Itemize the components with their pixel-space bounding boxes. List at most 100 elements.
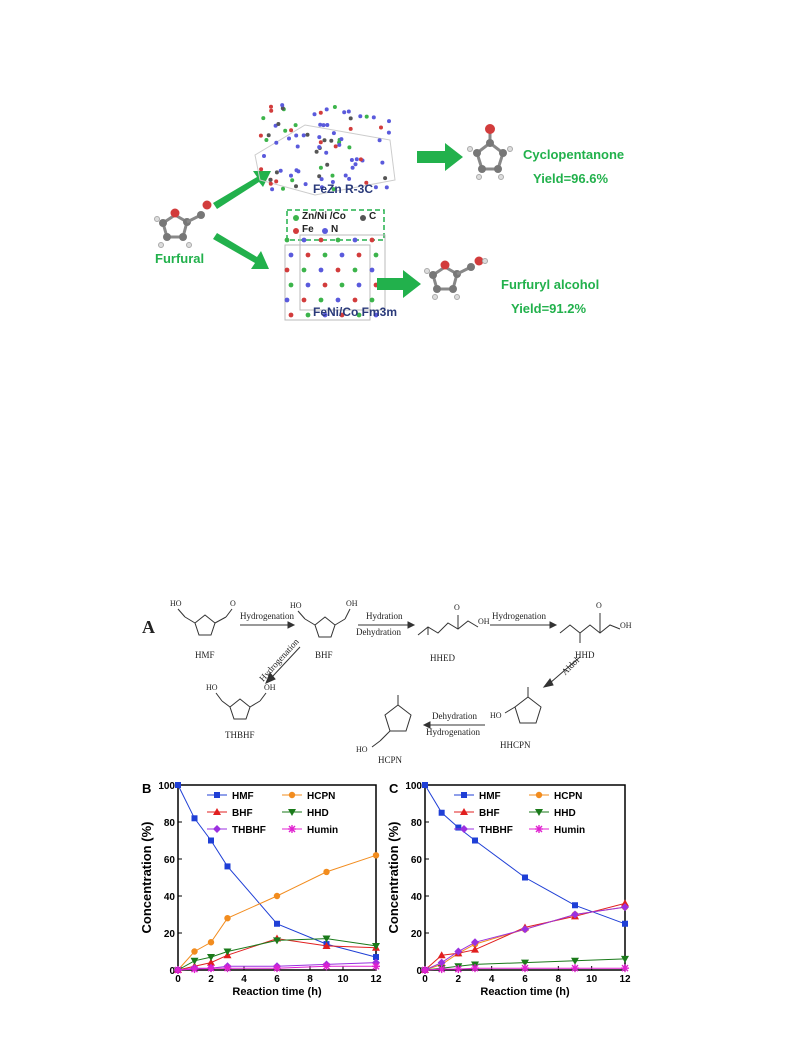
thbhf-label: THBHF bbox=[225, 730, 255, 740]
bhf-label: BHF bbox=[315, 650, 333, 660]
crystal-atom bbox=[373, 312, 379, 318]
atom-legend-box bbox=[286, 209, 385, 241]
x-tick-label: 6 bbox=[522, 974, 528, 985]
hmf-ho: HO bbox=[170, 599, 182, 608]
reaction-scheme: A HMF BHF HHED HHD HHCPN HCPN THBHF Hydr… bbox=[140, 595, 660, 775]
data-point bbox=[174, 966, 182, 974]
crystal-atom bbox=[318, 237, 324, 243]
x-tick-label: 4 bbox=[489, 974, 495, 985]
crystal-atom bbox=[319, 185, 324, 190]
thbhf-ho: HO bbox=[206, 683, 218, 692]
data-point bbox=[372, 942, 380, 950]
crystal-atom bbox=[335, 297, 341, 303]
data-point bbox=[175, 782, 181, 788]
crystal-atom bbox=[269, 108, 274, 113]
data-point bbox=[224, 863, 231, 870]
crystal-atom bbox=[358, 157, 363, 162]
x-tick-label: 0 bbox=[422, 974, 428, 985]
x-tick-label: 8 bbox=[556, 974, 562, 985]
arrow-to-feZn bbox=[213, 171, 271, 209]
data-point bbox=[274, 920, 280, 927]
x-tick-label: 2 bbox=[208, 974, 214, 985]
crystal-atom bbox=[369, 237, 375, 243]
data-point bbox=[437, 965, 446, 974]
crystal-atom bbox=[339, 312, 345, 318]
series-humin bbox=[421, 964, 629, 974]
crystal-atom bbox=[259, 167, 264, 172]
y-tick-label: 100 bbox=[158, 781, 175, 792]
data-point bbox=[323, 868, 330, 876]
data-point bbox=[471, 964, 479, 973]
data-point bbox=[190, 965, 199, 974]
data-point bbox=[288, 825, 296, 833]
data-point bbox=[454, 965, 463, 974]
series-humin bbox=[174, 962, 380, 974]
data-point bbox=[521, 959, 529, 967]
arrow-to-furfuryl-alcohol bbox=[377, 270, 421, 298]
crystal-atom bbox=[318, 122, 323, 127]
crystal-atom bbox=[331, 187, 336, 192]
data-point bbox=[224, 915, 231, 922]
data-point bbox=[213, 825, 221, 833]
hhed-o: O bbox=[454, 603, 460, 612]
crystal-atom bbox=[330, 180, 335, 184]
legend-fe: Fe bbox=[302, 224, 314, 235]
crystal-atom bbox=[329, 138, 334, 143]
crystal-atom bbox=[324, 150, 329, 155]
crystal-atom bbox=[348, 126, 353, 131]
crystal-atom bbox=[301, 297, 307, 303]
series-line bbox=[424, 784, 626, 925]
crystal-atom bbox=[294, 133, 299, 138]
feNi-crystal bbox=[284, 234, 386, 321]
step-dehydration-1: Dehydration bbox=[356, 627, 401, 637]
hhcpn-ho: HO bbox=[490, 711, 502, 720]
crystal-atom bbox=[289, 128, 294, 133]
legend-label: HHD bbox=[307, 808, 329, 819]
data-point bbox=[421, 966, 429, 974]
feNi-catalyst-label: FeNi/Co Fm3m bbox=[313, 305, 398, 319]
crystal-atom bbox=[331, 131, 336, 136]
legend-n: N bbox=[331, 224, 339, 235]
step-hydrogenation-1: Hydrogenation bbox=[240, 611, 294, 621]
crystal-atom bbox=[369, 297, 375, 303]
x-tick-label: 0 bbox=[175, 974, 181, 985]
crystal-atom bbox=[294, 168, 299, 173]
data-point bbox=[621, 964, 629, 973]
crystal-atom bbox=[305, 282, 311, 288]
data-point bbox=[372, 962, 380, 971]
cyclopentanone-molecule bbox=[467, 124, 513, 180]
crystal-atom bbox=[269, 104, 273, 109]
crystal-atom bbox=[317, 135, 322, 140]
series-line bbox=[177, 854, 377, 971]
y-tick-label: 100 bbox=[405, 781, 422, 792]
data-point bbox=[472, 837, 478, 844]
crystal-atom bbox=[333, 144, 338, 149]
crystal-atom bbox=[339, 252, 345, 258]
y-tick-label: 80 bbox=[164, 818, 176, 829]
data-point bbox=[535, 809, 543, 816]
data-point bbox=[621, 955, 629, 963]
data-point bbox=[535, 791, 543, 799]
crystal-atom bbox=[347, 145, 352, 150]
crystal-atom bbox=[305, 252, 311, 258]
crystal-atom bbox=[317, 174, 322, 179]
legend-label: HCPN bbox=[554, 791, 582, 802]
data-point bbox=[471, 938, 479, 947]
data-point bbox=[571, 910, 579, 919]
y-tick-label: 20 bbox=[164, 929, 176, 940]
legend-label: THBHF bbox=[232, 825, 266, 836]
crystal-atom bbox=[266, 133, 271, 138]
crystal-atom bbox=[354, 157, 359, 162]
data-point bbox=[522, 874, 528, 881]
crystal-atom bbox=[288, 252, 294, 258]
crystal-atom bbox=[287, 136, 291, 141]
furfural-molecule bbox=[154, 200, 212, 248]
crystal-atom bbox=[324, 107, 329, 112]
crystal-atom bbox=[284, 267, 290, 273]
data-point bbox=[572, 902, 578, 909]
x-tick-label: 8 bbox=[307, 974, 313, 985]
crystal-atom bbox=[262, 154, 266, 158]
crystal-atom bbox=[305, 312, 311, 318]
crystal-atom bbox=[364, 114, 369, 119]
